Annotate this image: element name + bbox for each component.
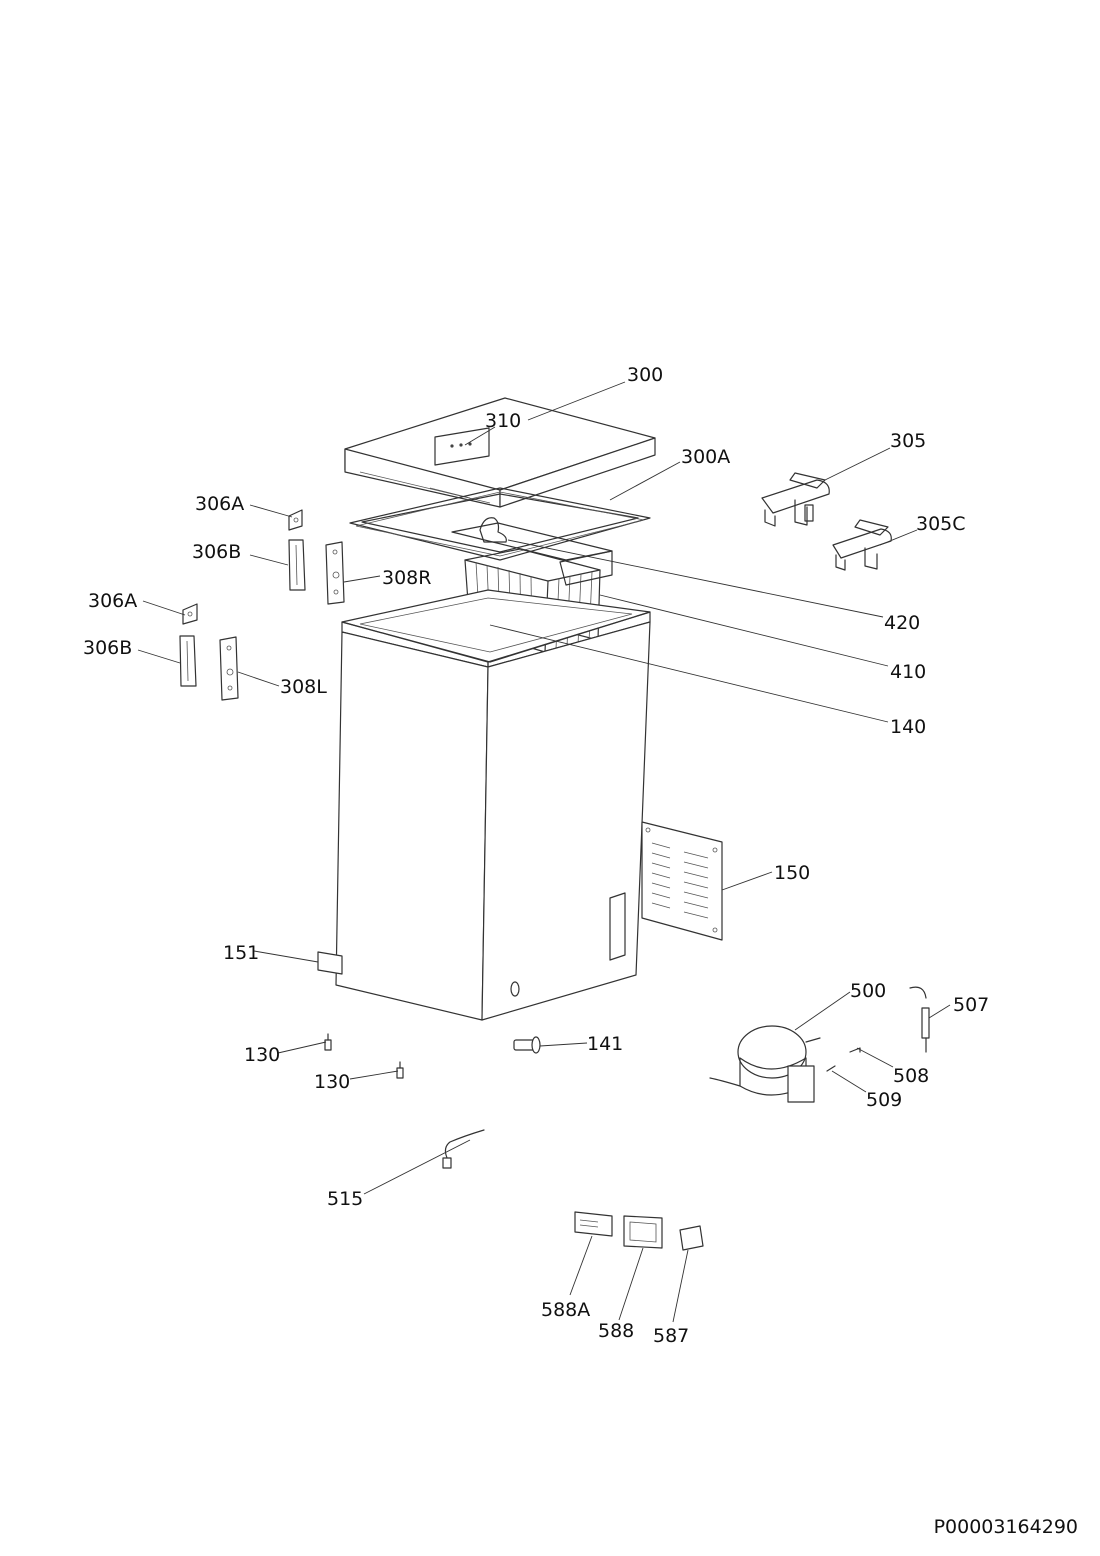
- plate-151-part: [317, 951, 343, 975]
- callout-label: 306A: [195, 493, 244, 515]
- callout-label: 141: [587, 1033, 623, 1055]
- hinge-305c-part: [832, 519, 892, 571]
- hinge-308r-part: [325, 541, 345, 605]
- foot-130-a-part: [324, 1033, 332, 1051]
- callout-label: 300A: [681, 446, 730, 468]
- callout-label: 305C: [916, 513, 966, 535]
- pin-508-part: [849, 1047, 861, 1053]
- callout-label: 308L: [280, 676, 327, 698]
- callout-labels: 300 310 300A 305 305C 306A 306B 308R 306…: [83, 364, 1078, 1538]
- callout-label: 420: [884, 612, 920, 634]
- callout-label: 306B: [83, 637, 132, 659]
- callout-label: 305: [890, 430, 926, 452]
- condenser-panel-part: [641, 821, 723, 941]
- callout-label: 150: [774, 862, 810, 884]
- callout-label: 306A: [88, 590, 137, 612]
- compressor-500-part: [709, 1025, 821, 1103]
- bracket-306b-upper-part: [288, 539, 306, 591]
- callout-label: 587: [653, 1325, 689, 1347]
- bracket-306a-lower-part: [182, 603, 198, 625]
- callout-label: 588A: [541, 1299, 590, 1321]
- callout-label: 151: [223, 942, 259, 964]
- foot-130-b-part: [396, 1061, 404, 1079]
- label-587-part: [679, 1225, 704, 1251]
- leader-lines: [137, 381, 951, 1323]
- hinge-308l-part: [219, 636, 239, 701]
- callout-label: 310: [485, 410, 521, 432]
- callout-label: 306B: [192, 541, 241, 563]
- filter-507-part: [909, 986, 930, 1053]
- pin-509-part: [826, 1065, 836, 1072]
- callout-label: 130: [314, 1071, 350, 1093]
- callout-label: 130: [244, 1044, 280, 1066]
- control-588-part: [623, 1215, 663, 1249]
- callout-label: 588: [598, 1320, 634, 1342]
- display-588a-part: [574, 1211, 613, 1237]
- callout-label: 515: [327, 1188, 363, 1210]
- drawing-id: P00003164290: [934, 1516, 1078, 1538]
- drain-141-part: [513, 1036, 541, 1054]
- callout-label: 500: [850, 980, 886, 1002]
- cabinet-part: [335, 589, 651, 1021]
- callout-label: 308R: [382, 567, 431, 589]
- power-cord-515-part: [442, 1129, 485, 1169]
- hinge-305-part: [761, 472, 830, 527]
- gasket-part: [349, 487, 651, 561]
- callout-label: 140: [890, 716, 926, 738]
- callout-label: 507: [953, 994, 989, 1016]
- callout-label: 410: [890, 661, 926, 683]
- callout-label: 300: [627, 364, 663, 386]
- bracket-306a-upper-part: [288, 509, 303, 531]
- lid-part: [344, 397, 656, 508]
- callout-label: 509: [866, 1089, 902, 1111]
- bracket-306b-lower-part: [179, 635, 197, 687]
- callout-label: 508: [893, 1065, 929, 1087]
